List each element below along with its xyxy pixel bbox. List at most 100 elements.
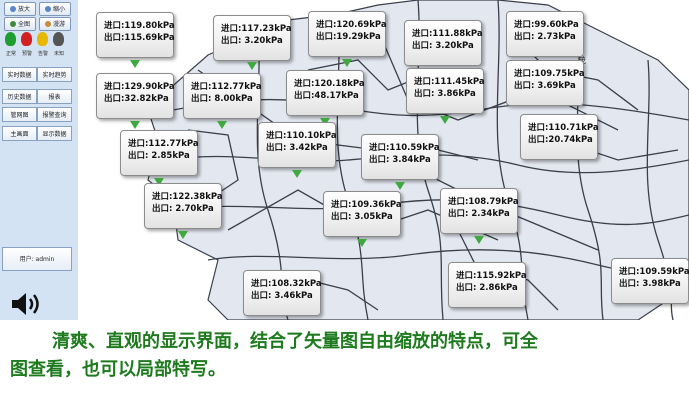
inlet-pressure: 进口:111.45kPa (414, 77, 485, 87)
inlet-pressure: 进口:119.80kPa (104, 21, 175, 31)
outlet-pressure: 出口:115.69kPa (104, 33, 175, 43)
station-box[interactable]: 进口:110.10kPa 出口: 3.42kPa (258, 122, 337, 168)
station-marker-icon[interactable] (292, 170, 302, 178)
user-box[interactable]: 用户: admin (2, 247, 72, 271)
speaker-icon[interactable] (10, 290, 50, 318)
report-button[interactable]: 报表 (37, 89, 72, 104)
station-box[interactable]: 进口:109.59kPa 出口: 3.98kPa (611, 258, 689, 304)
inlet-pressure: 进口:110.71kPa (528, 123, 599, 133)
inlet-pressure: 进口:99.60kPa (514, 20, 579, 30)
outlet-pressure: 出口: 8.00kPa (191, 94, 253, 104)
inlet-pressure: 进口:122.38kPa (152, 192, 223, 202)
station-marker-icon[interactable] (178, 231, 188, 239)
caption: 清爽、直观的显示界面，结合了矢量图自由缩放的特点，可全 图查看，也可以局部特写。 (0, 328, 689, 384)
show-data-button[interactable]: 显示数据 (37, 126, 72, 141)
inlet-pressure: 进口:110.10kPa (266, 131, 337, 141)
outlet-pressure: 出口:48.17kPa (294, 91, 359, 101)
station-box[interactable]: 进口:122.38kPa 出口: 2.70kPa (144, 183, 223, 229)
outlet-pressure: 出口: 3.20kPa (221, 36, 283, 46)
station-box[interactable]: 进口:120.69kPa 出口:19.29kPa (308, 11, 387, 57)
station-box[interactable]: 进口:108.32kPa 出口: 3.46kPa (243, 270, 322, 316)
station-box[interactable]: 进口:99.60kPa 出口: 2.73kPa (506, 11, 584, 57)
outlet-pressure: 出口: 2.70kPa (152, 204, 214, 214)
magnifier-plus-icon (9, 6, 16, 12)
station-marker-icon[interactable] (342, 59, 352, 67)
inlet-pressure: 进口:115.92kPa (456, 271, 527, 281)
outlet-pressure: 出口: 2.85kPa (128, 151, 190, 161)
unknown-status-icon (53, 32, 64, 46)
pan-button[interactable]: 漫游 (39, 17, 71, 31)
inlet-pressure: 进口:112.77kPa (128, 139, 199, 149)
outlet-pressure: 出口: 3.05kPa (331, 212, 393, 222)
globe-icon (9, 21, 16, 27)
inlet-pressure: 进口:129.90kPa (104, 82, 175, 92)
station-marker-icon[interactable] (474, 236, 484, 244)
inlet-pressure: 进口:109.59kPa (619, 267, 689, 277)
outlet-pressure: 出口: 2.86kPa (456, 283, 518, 293)
caption-line-1: 清爽、直观的显示界面，结合了矢量图自由缩放的特点，可全 (52, 331, 538, 352)
station-marker-icon[interactable] (357, 239, 367, 247)
sidebar: 放大 缩小 全图 漫游 正常 预警 告警 未知 实时数据 实时趋势 历史数据 报… (0, 0, 79, 320)
station-box[interactable]: 进口:112.77kPa 出口: 8.00kPa (183, 73, 262, 119)
pipe-network-button[interactable]: 管网图 (2, 107, 37, 122)
inlet-pressure: 进口:111.88kPa (412, 29, 483, 39)
station-box[interactable]: 进口:115.92kPa 出口: 2.86kPa (448, 262, 527, 308)
warning-status-label: 预警 (21, 51, 32, 57)
alarm-query-button[interactable]: 报警查询 (37, 107, 72, 122)
inlet-pressure: 进口:117.23kPa (221, 24, 292, 34)
caption-line-2: 图查看，也可以局部特写。 (10, 359, 226, 380)
outlet-pressure: 出口:20.74kPa (528, 135, 593, 145)
station-marker-icon[interactable] (154, 178, 164, 186)
station-marker-icon[interactable] (395, 182, 405, 190)
realtime-trend-button[interactable]: 实时趋势 (37, 67, 72, 82)
normal-status-label: 正常 (5, 51, 16, 57)
station-box[interactable]: 进口:111.88kPa 出口: 3.20kPa (404, 20, 483, 66)
inlet-pressure: 进口:110.59kPa (369, 143, 440, 153)
station-box[interactable]: 进口:111.45kPa 出口: 3.86kPa (406, 68, 485, 114)
outlet-pressure: 出口: 2.73kPa (514, 32, 576, 42)
inlet-pressure: 进口:120.69kPa (316, 20, 387, 30)
station-box[interactable]: 进口:129.90kPa 出口:32.82kPa (96, 73, 175, 119)
warning-status-icon (21, 32, 32, 46)
outlet-pressure: 出口: 3.86kPa (414, 89, 476, 99)
outlet-pressure: 出口:32.82kPa (104, 94, 169, 104)
outlet-pressure: 出口:19.29kPa (316, 32, 381, 42)
station-box[interactable]: 进口:120.18kPa 出口:48.17kPa (286, 70, 365, 116)
station-box[interactable]: 进口:110.59kPa 出口: 3.84kPa (361, 134, 440, 180)
outlet-pressure: 出口: 3.20kPa (412, 41, 474, 51)
inlet-pressure: 进口:108.79kPa (448, 197, 519, 207)
outlet-pressure: 出口: 3.42kPa (266, 143, 328, 153)
realtime-data-button[interactable]: 实时数据 (2, 67, 37, 82)
inlet-pressure: 进口:120.18kPa (294, 79, 365, 89)
outlet-pressure: 出口: 3.46kPa (251, 291, 313, 301)
station-marker-icon[interactable] (130, 60, 140, 68)
history-data-button[interactable]: 历史数据 (2, 89, 37, 104)
outlet-pressure: 出口: 3.69kPa (514, 81, 576, 91)
station-box[interactable]: 进口:119.80kPa 出口:115.69kPa (96, 12, 175, 58)
inlet-pressure: 进口:109.36kPa (331, 200, 402, 210)
station-marker-icon[interactable] (217, 121, 227, 129)
station-marker-icon[interactable] (247, 62, 257, 70)
zoom-out-button[interactable]: 缩小 (39, 2, 71, 16)
unknown-status-label: 未知 (53, 51, 64, 57)
station-box[interactable]: 进口:110.71kPa 出口:20.74kPa (520, 114, 599, 160)
alarm-status-icon (37, 32, 48, 46)
normal-status-icon (5, 32, 16, 46)
station-box[interactable]: 进口:112.77kPa 出口: 2.85kPa (120, 130, 199, 176)
full-view-button[interactable]: 全图 (4, 17, 36, 31)
station-box[interactable]: 进口:109.36kPa 出口: 3.05kPa (323, 191, 402, 237)
inlet-pressure: 进口:108.32kPa (251, 279, 322, 289)
inlet-pressure: 进口:112.77kPa (191, 82, 262, 92)
magnifier-minus-icon (44, 6, 51, 12)
outlet-pressure: 出口: 3.98kPa (619, 279, 681, 289)
main-screen-button[interactable]: 主画面 (2, 126, 37, 141)
station-box[interactable]: 进口:108.79kPa 出口: 2.34kPa (440, 188, 519, 234)
station-marker-icon[interactable] (130, 121, 140, 129)
station-box[interactable]: 进口:117.23kPa 出口: 3.20kPa (213, 15, 292, 61)
zoom-in-button[interactable]: 放大 (4, 2, 36, 16)
outlet-pressure: 出口: 2.34kPa (448, 209, 510, 219)
outlet-pressure: 出口: 3.84kPa (369, 155, 431, 165)
station-marker-icon[interactable] (440, 116, 450, 124)
